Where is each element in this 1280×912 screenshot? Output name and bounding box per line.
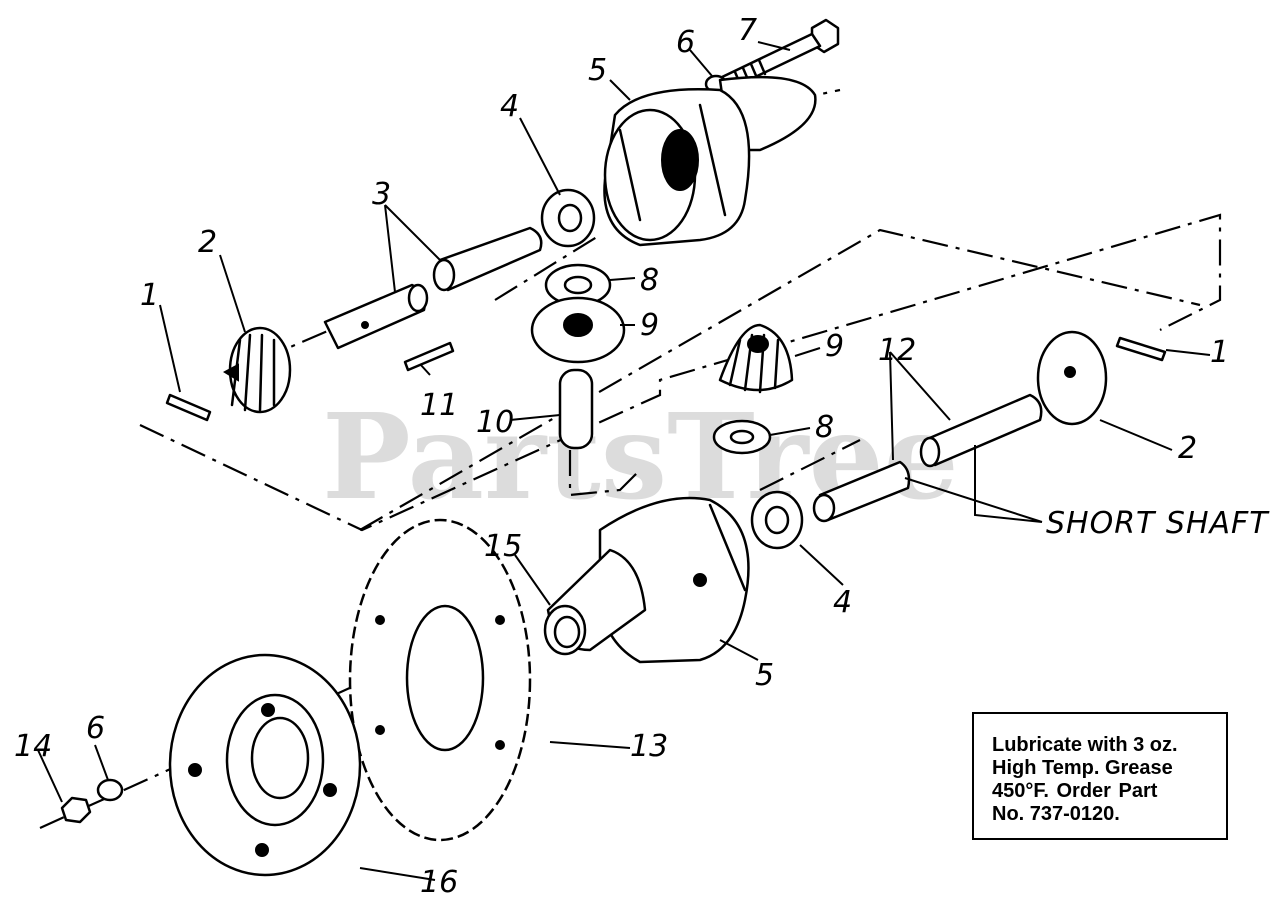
label-9-top: 9	[640, 308, 659, 343]
part-1-pin-left	[165, 393, 212, 422]
part-13-sprocket	[348, 518, 532, 842]
label-16: 16	[420, 865, 458, 900]
part-1-pin-right	[1115, 336, 1167, 362]
label-11: 11	[420, 388, 458, 423]
part-10-cross-shaft	[558, 368, 594, 450]
part-5-housing-lower	[543, 496, 750, 664]
label-8-lower: 8	[815, 410, 834, 445]
note-line-4: No. 737-0120.	[992, 803, 1120, 825]
assembly-path-line	[139, 213, 1222, 532]
part-4-washer-lower	[750, 490, 804, 550]
label-12: 12	[878, 333, 916, 368]
part-3-shaft-short	[323, 283, 429, 350]
label-4-top: 4	[500, 89, 519, 124]
part-8-washer-lower	[712, 419, 772, 455]
label-3: 3	[372, 177, 391, 212]
label-14: 14	[14, 729, 52, 764]
label-1-left: 1	[140, 278, 159, 313]
part-8-washer-upper	[544, 263, 612, 307]
note-line-2: High Temp. Grease	[992, 757, 1173, 779]
label-2-left: 2	[198, 225, 217, 260]
leader-lines	[37, 41, 1211, 881]
part-5-housing-upper	[603, 75, 817, 247]
label-2-right: 2	[1178, 431, 1197, 466]
part-12-shaft-short	[812, 460, 911, 523]
label-13: 13	[630, 729, 668, 764]
part-9-gear-upper	[530, 296, 626, 364]
label-9-lower: 9	[825, 329, 844, 364]
label-15: 15	[484, 529, 522, 564]
label-10: 10	[476, 405, 514, 440]
label-6-lower: 6	[86, 711, 105, 746]
label-1-right: 1	[1210, 335, 1229, 370]
part-2-gear-right	[1036, 330, 1108, 426]
label-5-lower: 5	[755, 658, 774, 693]
part-3-shaft-long	[432, 226, 543, 292]
note-line-3: 450°F. Order Part	[992, 780, 1158, 802]
note-line-1: Lubricate with 3 oz.	[992, 734, 1178, 756]
label-7: 7	[738, 13, 757, 48]
part-4-washer-top	[540, 188, 596, 248]
part-6-lockwasher-lower	[96, 778, 124, 802]
part-14-nut	[60, 796, 92, 824]
part-12-shaft-long	[919, 393, 1043, 468]
part-2-gear-left	[222, 326, 292, 414]
part-11-pin	[403, 341, 455, 372]
label-5-top: 5	[588, 53, 607, 88]
part-9-gear-lower	[718, 323, 794, 394]
lubrication-note-box: Lubricate with 3 oz. High Temp. Grease 4…	[972, 712, 1228, 840]
label-8-top: 8	[640, 263, 659, 298]
label-4-lower: 4	[833, 585, 852, 620]
label-6-top: 6	[676, 25, 695, 60]
part-16-hub-flange	[168, 653, 362, 877]
label-short-shaft: SHORT SHAFT	[1046, 506, 1270, 541]
